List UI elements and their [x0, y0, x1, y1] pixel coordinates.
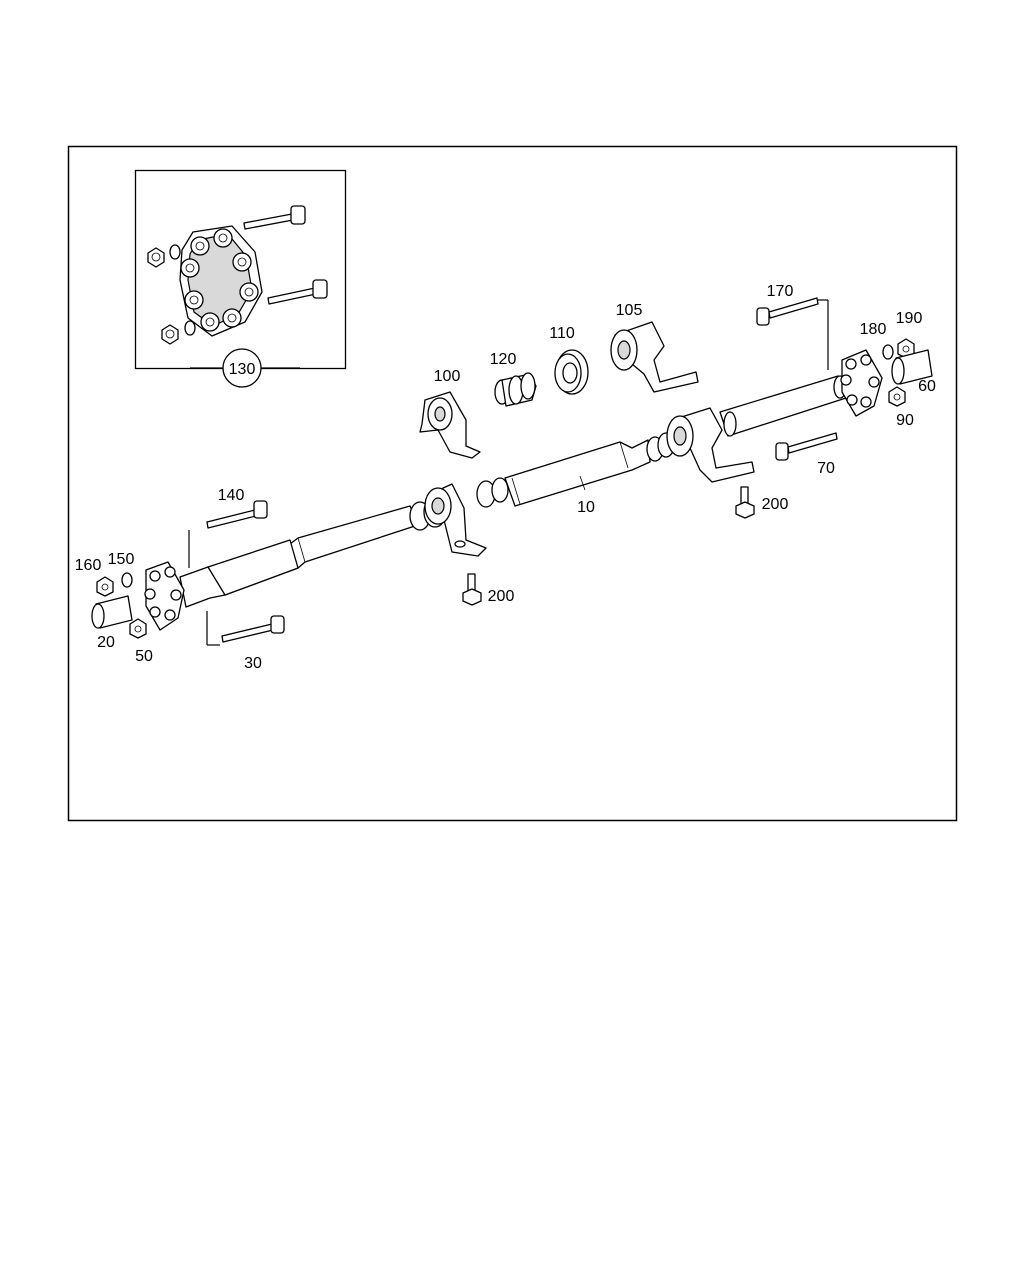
bolt-140	[206, 500, 268, 529]
part-105-rear-bearing	[610, 321, 699, 393]
nut-160	[96, 576, 114, 597]
callout-160: 160	[75, 557, 102, 574]
callout-170: 170	[767, 283, 794, 300]
callout-180: 180	[860, 321, 887, 338]
callout-30: 30	[244, 655, 262, 672]
callout-50: 50	[135, 648, 153, 665]
callout-70: 70	[817, 460, 835, 477]
sleeve-60	[891, 349, 933, 385]
callout-150: 150	[108, 551, 135, 568]
diagram-frame	[67, 145, 958, 822]
nut-90	[888, 386, 906, 407]
callout-10: 10	[577, 499, 595, 516]
sleeve-20	[91, 595, 133, 629]
callout-105: 105	[616, 302, 643, 319]
callout-90: 90	[896, 412, 914, 429]
washer-180	[882, 344, 894, 360]
callout-200-upper: 200	[762, 496, 789, 513]
part-120-boot	[494, 372, 537, 407]
callout-120: 120	[490, 351, 517, 368]
bolt-70	[775, 432, 838, 461]
screw-200-lower	[462, 573, 482, 606]
nut-190	[897, 338, 915, 359]
part-110-bearing	[554, 349, 589, 395]
callout-20: 20	[97, 634, 115, 651]
screw-200-upper	[735, 486, 755, 519]
center-bearing-assembled	[424, 483, 487, 557]
callout-130: 130	[190, 348, 300, 388]
callout-190: 190	[896, 310, 923, 327]
rear-flex-disc	[818, 299, 883, 417]
part-100-center-bearing	[419, 391, 481, 459]
front-flex-disc	[144, 530, 220, 646]
inset-flex-disc-detail	[134, 169, 347, 370]
nut-50	[129, 618, 147, 639]
callout-110: 110	[549, 325, 575, 342]
bolt-30	[221, 615, 285, 643]
callout-140: 140	[218, 487, 245, 504]
leader-10	[579, 475, 586, 491]
washer-150	[121, 572, 133, 588]
callout-100: 100	[434, 368, 461, 385]
propeller-shaft-10	[179, 375, 847, 608]
rear-bearing-assembled	[666, 407, 755, 483]
bolt-170	[756, 297, 819, 326]
callout-60: 60	[918, 378, 936, 395]
callout-label: 130	[229, 361, 256, 378]
callout-200-lower: 200	[488, 588, 515, 605]
